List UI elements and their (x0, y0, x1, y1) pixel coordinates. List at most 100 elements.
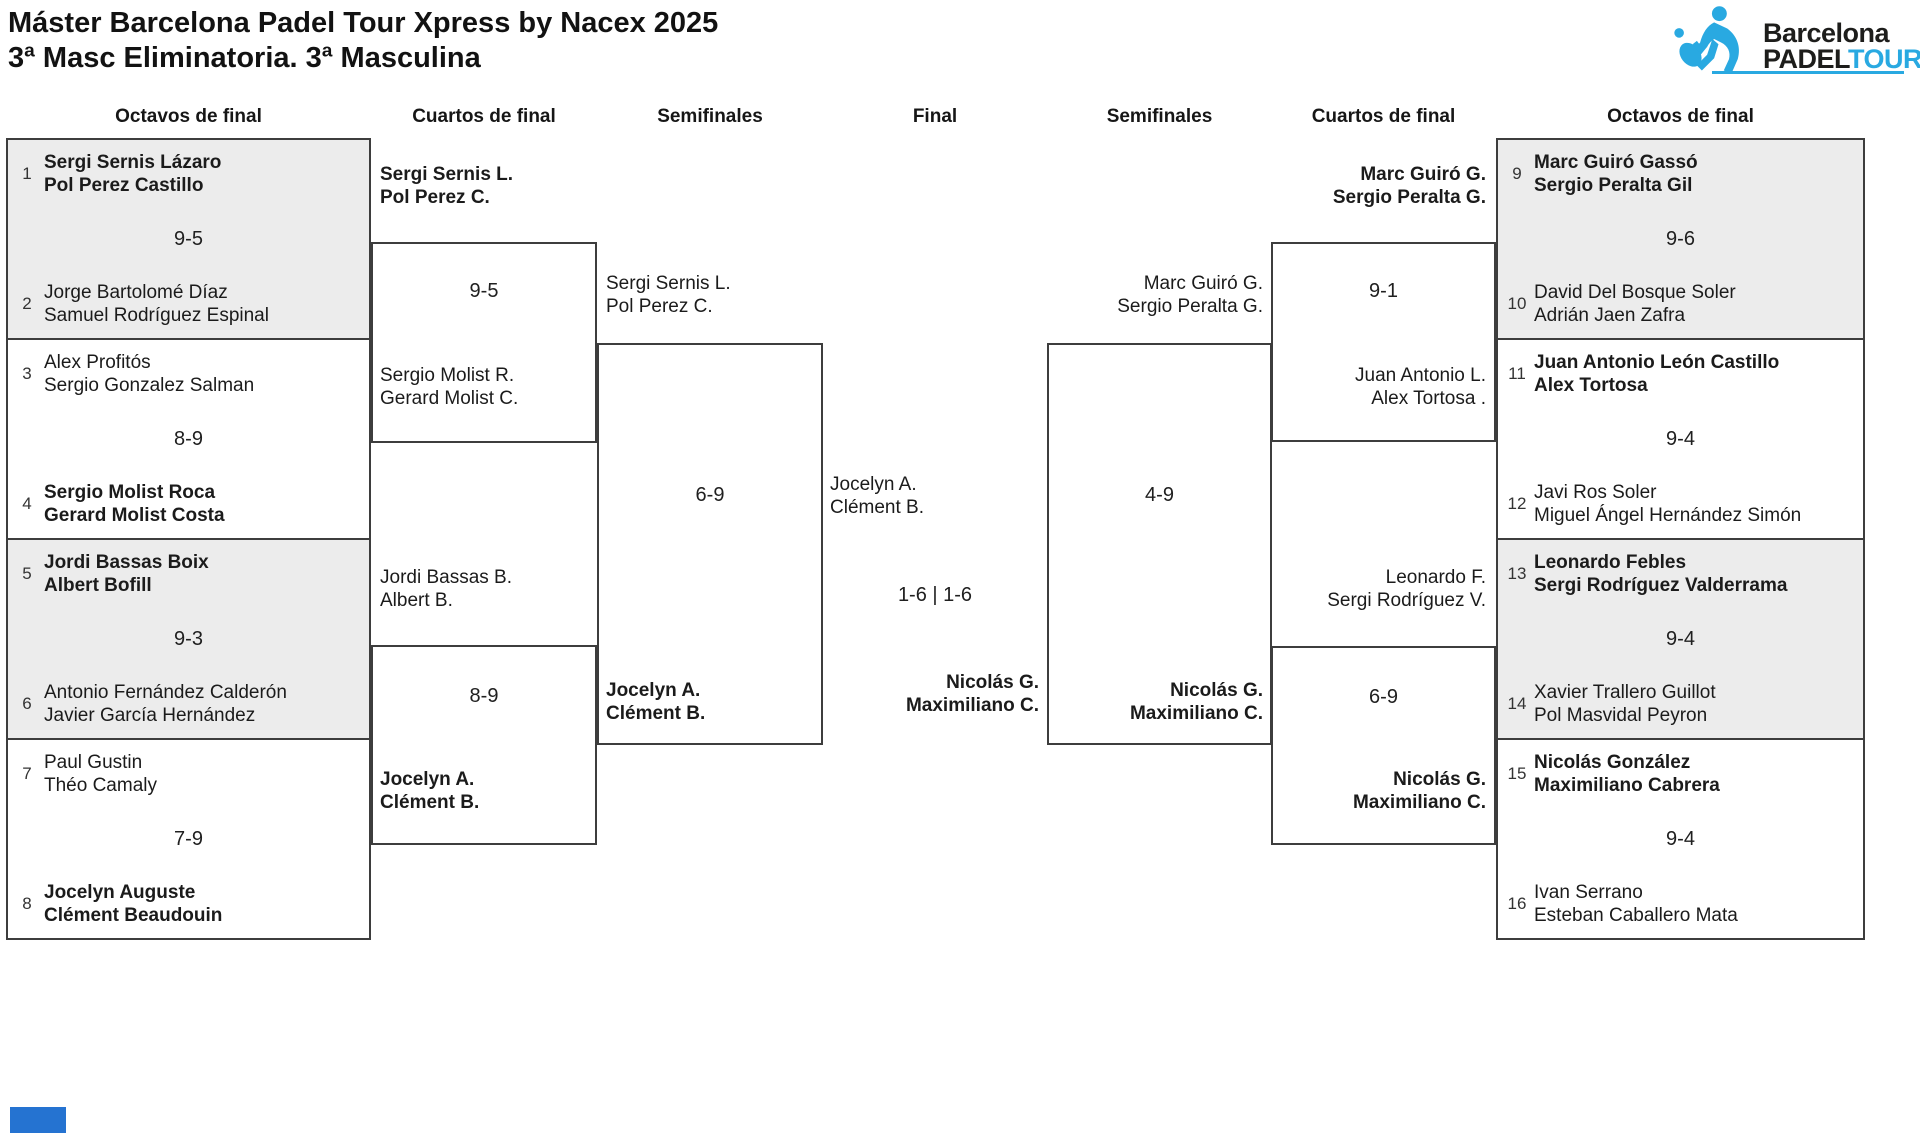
team-label: Sergio Molist R.Gerard Molist C. (380, 365, 519, 409)
round-header-semis-right: Semifinales (1106, 106, 1213, 127)
match-box-cuartos-left-2 (371, 645, 597, 845)
team-label: Marc Guiró G.Sergio Peralta G. (1117, 273, 1263, 317)
seed-number: 12 (1507, 494, 1527, 513)
seed-number: 3 (22, 364, 32, 383)
seed-number: 2 (22, 294, 32, 313)
tournament-subtitle: 3ª Masc Eliminatoria. 3ª Masculina (8, 42, 481, 74)
seed-number: 15 (1507, 764, 1527, 783)
team-label: Marc Guiró G.Sergio Peralta G. (1332, 164, 1486, 208)
padel-player-icon (1674, 6, 1739, 74)
match-score: 6-9 (695, 484, 725, 506)
team-label: Jocelyn A.Clément B. (380, 769, 480, 813)
match-box-cuartos-left-1 (371, 242, 597, 443)
team-label: Nicolás G.Maximiliano C. (1129, 680, 1263, 724)
round-header-octavos-right: Octavos de final (1607, 106, 1754, 127)
seed-number: 4 (22, 494, 32, 513)
match-score: 6-9 (1369, 686, 1398, 708)
seed-number: 9 (1512, 164, 1522, 183)
round-header-semis-left: Semifinales (657, 106, 763, 127)
match-score: 9-3 (174, 627, 203, 650)
seed-number: 14 (1507, 694, 1527, 713)
match-box-semifinal-left (597, 343, 823, 745)
tournament-title: Máster Barcelona Padel Tour Xpress by Na… (8, 7, 719, 39)
match-score: 9-4 (1666, 827, 1695, 850)
corner-blue-rectangle (10, 1107, 66, 1133)
page-title: Máster Barcelona Padel Tour Xpress by Na… (8, 6, 718, 76)
team-label: Jocelyn A.Clément B. (606, 680, 706, 724)
match-score: 9-4 (1666, 627, 1695, 650)
seed-number: 13 (1507, 564, 1527, 583)
seed-number: 8 (22, 894, 32, 913)
logo-word-barcelona: Barcelona (1763, 18, 1890, 48)
match-box-semifinal-right (1047, 343, 1272, 745)
round-header-cuartos-right: Cuartos de final (1311, 106, 1456, 127)
round-header-final: Final (912, 106, 958, 127)
seed-number: 5 (22, 564, 32, 583)
team-label: Juan Antonio L.Alex Tortosa . (1355, 365, 1486, 409)
match-score: 8-9 (469, 685, 499, 707)
team-label: Sergi Sernis L.Pol Perez C. (606, 273, 731, 317)
seed-number: 16 (1507, 894, 1527, 913)
logo-word-tour: TOUR (1848, 44, 1920, 74)
match-score: 9-6 (1666, 227, 1695, 250)
match-box-cuartos-right-1 (1271, 242, 1496, 442)
team-label: Jordi Bassas B.Albert B. (380, 567, 512, 611)
final-team-label: Jocelyn A.Clément B. (830, 474, 924, 518)
logo-word-padel: PADEL (1763, 44, 1849, 74)
seed-number: 10 (1507, 294, 1527, 313)
team-label: Leonardo F.Sergi Rodríguez V. (1327, 567, 1486, 611)
final-score: 1-6 | 1-6 (897, 584, 973, 606)
match-score: 9-4 (1666, 427, 1695, 450)
logo-wordmark: Barcelona PADELTOUR (1763, 18, 1920, 74)
seed-number: 6 (22, 694, 32, 713)
match-score: 9-1 (1369, 280, 1398, 302)
match-box-cuartos-right-2 (1271, 646, 1496, 845)
match-score: 7-9 (174, 827, 203, 850)
seed-number: 1 (22, 164, 32, 183)
match-score: 9-5 (174, 227, 203, 250)
round-header-cuartos-left: Cuartos de final (412, 106, 556, 127)
round-header-octavos-left: Octavos de final (115, 106, 262, 127)
seed-number: 11 (1508, 364, 1526, 383)
